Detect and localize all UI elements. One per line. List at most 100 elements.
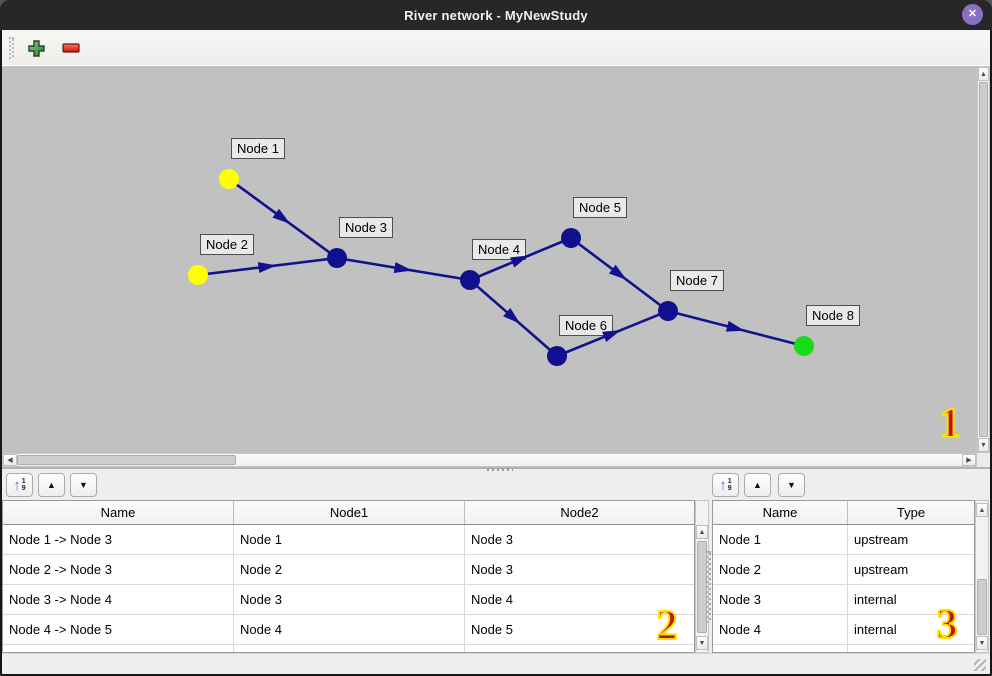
river-node[interactable] <box>547 346 567 366</box>
nodes-table-scrollbar[interactable]: ▲ ▼ <box>975 500 989 653</box>
table-cell[interactable]: Node 3 <box>713 585 848 614</box>
remove-node-button[interactable] <box>58 35 84 61</box>
river-node[interactable] <box>794 336 814 356</box>
river-node[interactable] <box>658 301 678 321</box>
column-header[interactable]: Name <box>3 501 234 524</box>
table-cell[interactable]: Node 4 <box>713 615 848 644</box>
table-cell[interactable]: Node 1 <box>234 525 465 554</box>
table-cell[interactable]: Node 3 <box>234 585 465 614</box>
table-cell[interactable]: upstream <box>854 562 909 577</box>
column-header[interactable]: Name <box>713 501 848 524</box>
river-node[interactable] <box>327 248 347 268</box>
links-move-up-button[interactable]: ▲ <box>38 473 65 497</box>
table-cell[interactable]: Node 3 <box>471 562 513 577</box>
node-label: Node 7 <box>670 270 724 291</box>
table-cell[interactable]: Node 1 <box>713 525 848 554</box>
minus-icon <box>62 43 80 53</box>
close-button[interactable]: ✕ <box>962 4 983 25</box>
main-toolbar <box>2 30 990 67</box>
flow-direction-arrow <box>725 320 745 332</box>
up-arrow-icon: ▲ <box>698 528 706 536</box>
scroll-down-button[interactable]: ▼ <box>978 438 989 452</box>
table-cell[interactable]: Node 4 <box>234 615 465 644</box>
panel-splitter[interactable] <box>2 467 990 471</box>
table-row[interactable] <box>713 645 974 652</box>
up-arrow-icon: ▲ <box>978 506 986 514</box>
table-cell[interactable]: Node 2 <box>713 555 848 584</box>
column-header[interactable]: Node2 <box>560 505 599 520</box>
scroll-up-button[interactable]: ▲ <box>696 525 708 539</box>
table-row[interactable] <box>3 645 694 652</box>
table-cell[interactable]: internal <box>854 622 897 637</box>
canvas-horizontal-scrollbar[interactable]: ◀ ▶ <box>2 453 977 467</box>
flow-direction-arrow <box>272 208 291 224</box>
table-cell[interactable]: Node 4 -> Node 5 <box>3 615 234 644</box>
window-resize-grip[interactable] <box>974 659 986 671</box>
down-arrow-icon: ▼ <box>980 441 987 449</box>
toolbar-drag-handle[interactable] <box>9 37 14 59</box>
add-node-button[interactable] <box>23 35 49 61</box>
table-cell[interactable] <box>713 645 848 652</box>
table-row[interactable]: Node 1 upstream <box>713 525 974 555</box>
node-label: Node 4 <box>472 239 526 260</box>
splitter-grip[interactable] <box>487 468 513 471</box>
right-arrow-icon: ▶ <box>966 456 972 464</box>
scroll-down-button[interactable]: ▼ <box>976 636 988 650</box>
table-row[interactable]: Node 2 upstream <box>713 555 974 585</box>
flow-direction-arrow <box>257 262 277 274</box>
table-cell[interactable]: Node 2 -> Node 3 <box>3 555 234 584</box>
scrollbar-corner <box>977 453 990 467</box>
table-row[interactable]: Node 3 internal <box>713 585 974 615</box>
nodes-move-down-button[interactable]: ▼ <box>778 473 805 497</box>
window-title: River network - MyNewStudy <box>404 7 588 23</box>
scrollbar-thumb[interactable] <box>977 579 987 635</box>
table-cell[interactable]: Node 3 <box>471 532 513 547</box>
scrollbar-thumb[interactable] <box>979 82 988 437</box>
table-cell[interactable] <box>234 645 465 652</box>
table-row[interactable]: Node 4 internal <box>713 615 974 645</box>
column-header[interactable]: Node1 <box>234 501 465 524</box>
table-cell[interactable]: Node 4 <box>471 592 513 607</box>
table-cell[interactable]: Node 5 <box>471 622 513 637</box>
river-node[interactable] <box>460 270 480 290</box>
canvas-vertical-scrollbar[interactable]: ▲ ▼ <box>977 66 990 453</box>
scrollbar-thumb[interactable] <box>17 455 236 465</box>
scroll-right-button[interactable]: ▶ <box>962 454 976 466</box>
scroll-up-button[interactable]: ▲ <box>978 67 989 81</box>
column-header[interactable]: Type <box>896 505 926 520</box>
scroll-left-button[interactable]: ◀ <box>3 454 17 466</box>
table-cell[interactable]: Node 1 -> Node 3 <box>3 525 234 554</box>
river-network-graph <box>188 169 814 366</box>
node-label: Node 2 <box>200 234 254 255</box>
table-cell[interactable]: Node 3 -> Node 4 <box>3 585 234 614</box>
down-arrow-icon: ▼ <box>978 639 986 647</box>
table-cell[interactable]: upstream <box>854 532 909 547</box>
title-bar[interactable]: River network - MyNewStudy ✕ <box>0 0 992 30</box>
river-node[interactable] <box>219 169 239 189</box>
table-cell[interactable]: Node 2 <box>234 555 465 584</box>
down-triangle-icon: ▼ <box>79 479 88 490</box>
river-node[interactable] <box>188 265 208 285</box>
left-arrow-icon: ◀ <box>7 456 13 464</box>
node-label: Node 6 <box>559 315 613 336</box>
river-node[interactable] <box>561 228 581 248</box>
table-cell[interactable]: internal <box>854 592 897 607</box>
scroll-down-button[interactable]: ▼ <box>696 636 708 650</box>
tables-splitter-grip[interactable] <box>706 551 711 623</box>
links-move-down-button[interactable]: ▼ <box>70 473 97 497</box>
table-cell[interactable] <box>3 645 234 652</box>
scroll-up-button[interactable]: ▲ <box>976 503 988 517</box>
nodes-move-up-button[interactable]: ▲ <box>744 473 771 497</box>
